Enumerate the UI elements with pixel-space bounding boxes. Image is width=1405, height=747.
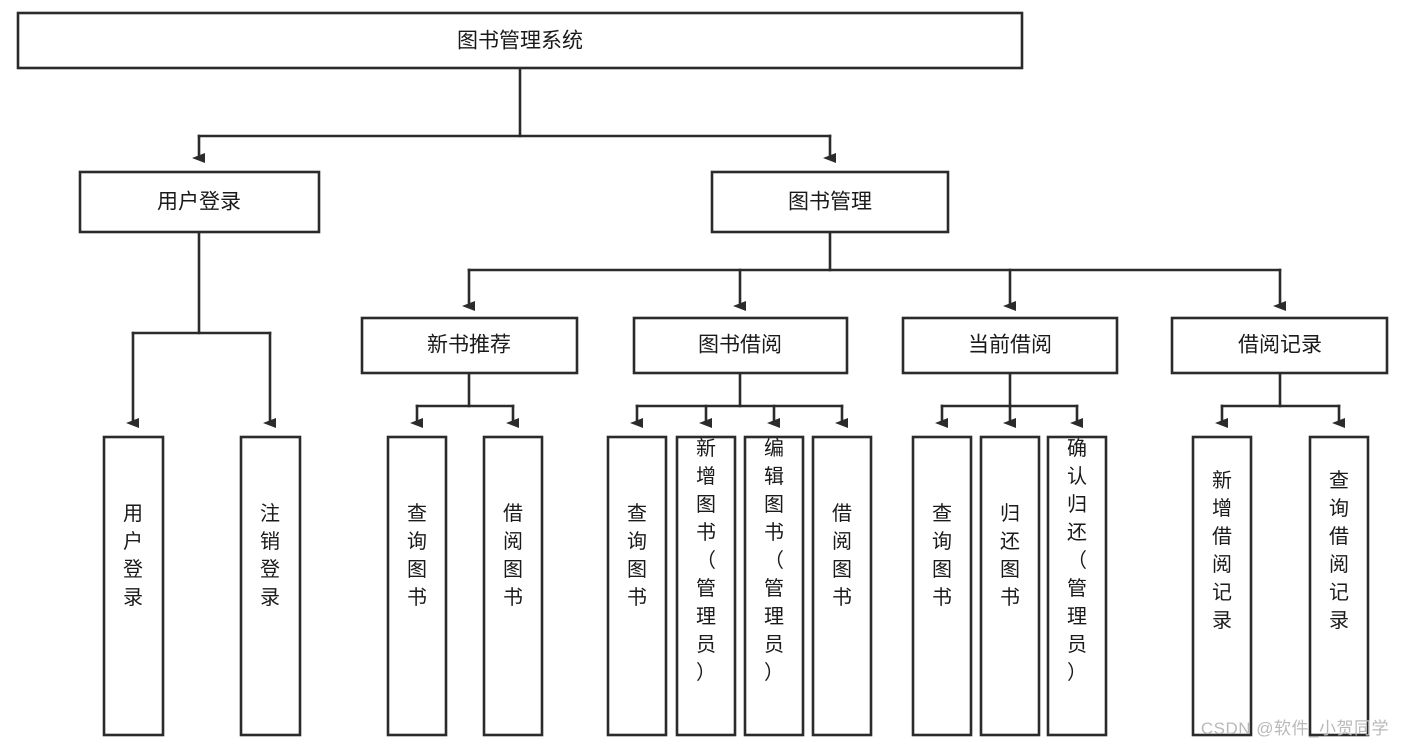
node-user-login[interactable]: 用户登录 — [78, 170, 321, 234]
node-leaf-logout-label: 注销登录 — [260, 502, 280, 609]
node-leaf-confirm-return-label: 确认归还（管理员） — [1067, 437, 1087, 684]
node-leaf-borrow-book-1-label: 借阅图书 — [503, 502, 523, 609]
connector-bookmanage-to-level2 — [462, 230, 1286, 311]
connector-userlogin-to-leaves — [126, 230, 276, 428]
node-leaf-return-book-label: 归还图书 — [1000, 502, 1020, 609]
node-current-borrow[interactable]: 当前借阅 — [901, 316, 1119, 375]
csdn-watermark: CSDN @软件_小贺同学 — [1200, 719, 1389, 738]
node-user-login-label: 用户登录 — [157, 191, 241, 214]
connector-root-to-level1 — [192, 66, 836, 163]
node-book-borrow-label: 图书借阅 — [698, 334, 782, 357]
connector-borrowrecord-to-leaves — [1215, 371, 1345, 428]
node-leaf-user-login-label: 用户登录 — [123, 503, 143, 609]
node-new-book-recommend-label: 新书推荐 — [427, 334, 511, 357]
node-leaf-query-record[interactable]: 查询借阅记录 — [1308, 435, 1370, 737]
node-leaf-user-login[interactable]: 用户登录 — [102, 435, 165, 737]
node-leaf-query-book-1-label: 查询图书 — [407, 502, 427, 609]
node-leaf-logout[interactable]: 注销登录 — [239, 435, 302, 737]
node-root-label: 图书管理系统 — [457, 30, 583, 53]
node-leaf-borrow-book-2-label: 借阅图书 — [832, 502, 852, 609]
node-book-manage-label: 图书管理 — [788, 191, 872, 214]
node-leaf-query-record-label: 查询借阅记录 — [1329, 469, 1349, 632]
node-current-borrow-label: 当前借阅 — [968, 334, 1052, 357]
connector-currentborrow-to-leaves — [935, 371, 1083, 428]
node-leaf-borrow-book-2[interactable]: 借阅图书 — [811, 435, 873, 737]
node-leaf-confirm-return[interactable]: 确认归还（管理员） — [1046, 435, 1108, 737]
node-borrow-record-label: 借阅记录 — [1238, 334, 1322, 357]
node-leaf-add-book[interactable]: 新增图书（管理员） — [675, 435, 737, 737]
node-leaf-add-book-label: 新增图书（管理员） — [696, 437, 716, 684]
node-root[interactable]: 图书管理系统 — [16, 11, 1024, 70]
node-book-borrow[interactable]: 图书借阅 — [632, 316, 849, 375]
node-leaf-add-record-label: 新增借阅记录 — [1212, 469, 1232, 632]
node-leaf-return-book[interactable]: 归还图书 — [979, 435, 1041, 737]
node-leaf-query-book-1[interactable]: 查询图书 — [386, 435, 448, 737]
node-leaf-query-book-3[interactable]: 查询图书 — [911, 435, 973, 737]
connector-newbook-to-leaves — [410, 371, 519, 428]
node-leaf-query-book-2-label: 查询图书 — [627, 502, 647, 609]
node-book-manage[interactable]: 图书管理 — [710, 170, 950, 234]
node-leaf-edit-book-label: 编辑图书（管理员） — [764, 437, 784, 684]
node-leaf-query-book-2[interactable]: 查询图书 — [606, 435, 668, 737]
node-new-book-recommend[interactable]: 新书推荐 — [360, 316, 579, 375]
node-leaf-edit-book[interactable]: 编辑图书（管理员） — [743, 435, 805, 737]
node-leaf-add-record[interactable]: 新增借阅记录 — [1191, 435, 1253, 737]
node-borrow-record[interactable]: 借阅记录 — [1170, 316, 1389, 375]
node-leaf-query-book-3-label: 查询图书 — [932, 502, 952, 609]
connector-bookborrow-to-leaves — [630, 371, 848, 428]
node-leaf-borrow-book-1[interactable]: 借阅图书 — [482, 435, 544, 737]
